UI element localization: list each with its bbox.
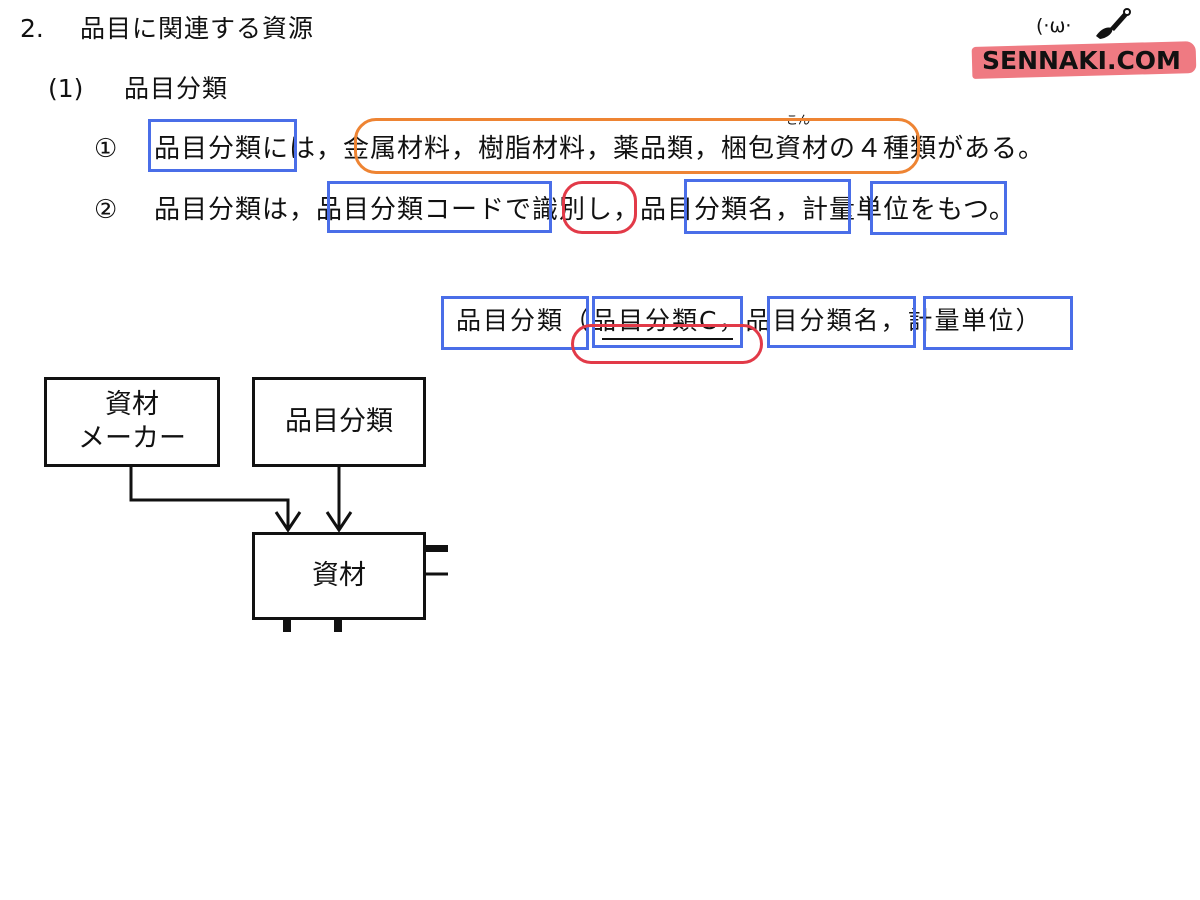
box-material-maker: 資材 メーカー xyxy=(44,377,220,467)
primary-key-underline xyxy=(602,338,733,340)
sennaki-logo: (·ω· SENNAKI.COM xyxy=(971,4,1198,79)
connector-maker-to-material xyxy=(129,467,290,530)
subheading-title: 品目分類 xyxy=(124,74,229,103)
arrow-head-maker xyxy=(274,511,302,533)
item-1-text: 品目分類には，金属材料，樹脂材料，薬品類，梱包資材の４種類がある。 xyxy=(154,134,1046,164)
logo-face-text: (·ω· xyxy=(1036,15,1072,37)
stub-bottom-1 xyxy=(283,620,291,632)
heading-title: 品目に関連する資源 xyxy=(80,14,315,43)
stub-right-1 xyxy=(426,545,448,552)
box-material: 資材 xyxy=(252,532,426,620)
brush-icon xyxy=(1096,8,1131,39)
box-material-maker-label: 資材 メーカー xyxy=(78,389,186,454)
stub-bottom-2 xyxy=(334,620,342,632)
box-item-category-label: 品目分類 xyxy=(285,406,393,438)
item-2-marker: ② xyxy=(94,195,118,225)
heading-number: 2. xyxy=(20,14,44,43)
diagram-connectors xyxy=(129,467,448,632)
schema-text: 品目分類（品目分類C，品目分類名，計量単位） xyxy=(456,306,1043,335)
box-material-label: 資材 xyxy=(312,560,366,592)
subheading-number: (1) xyxy=(48,74,84,103)
arrow-head-category xyxy=(325,511,353,533)
item-1-marker: ① xyxy=(94,134,118,164)
box-item-category: 品目分類 xyxy=(252,377,426,467)
logo-text: SENNAKI.COM xyxy=(982,46,1181,75)
item-1-ruby: こん xyxy=(786,113,811,127)
